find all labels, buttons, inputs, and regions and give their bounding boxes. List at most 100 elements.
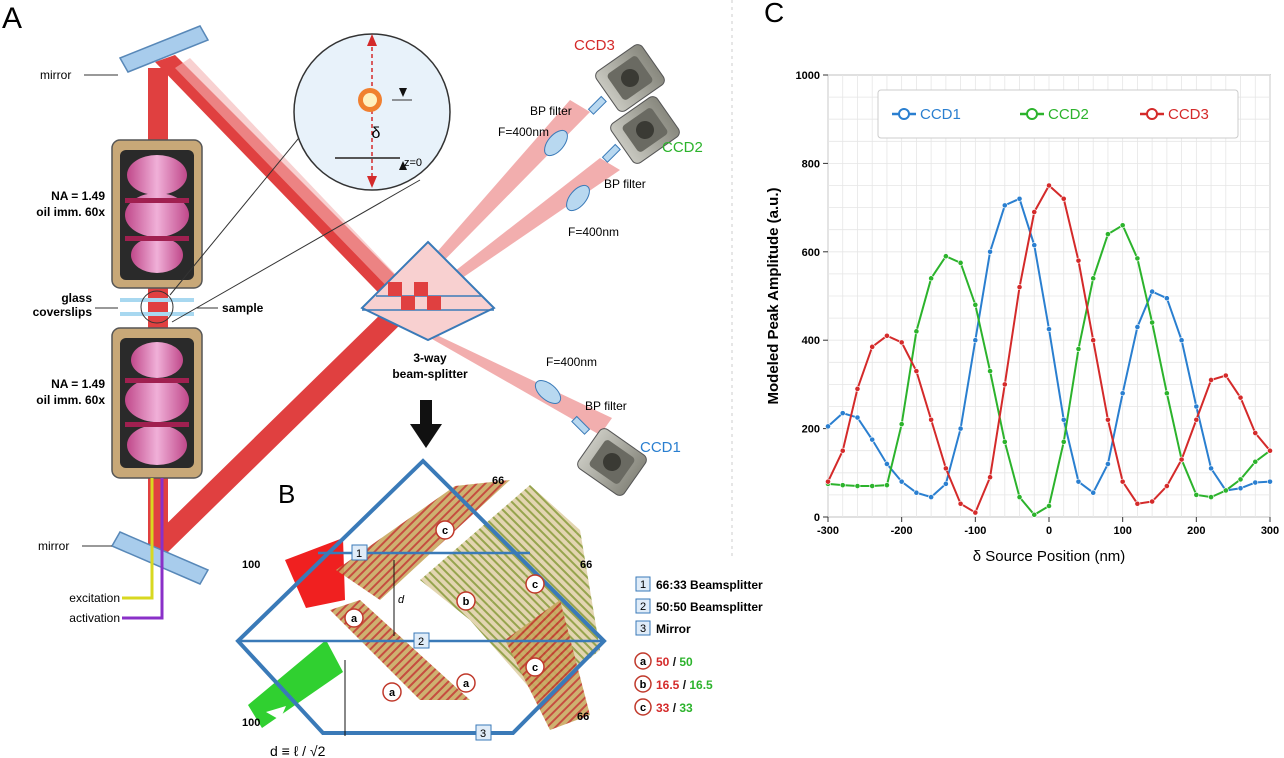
legend-num-1: 1 bbox=[640, 579, 646, 591]
splitter-number-1-text: 1 bbox=[356, 548, 362, 560]
splitter-number-2-text: 2 bbox=[418, 636, 424, 648]
y-tick-label: 800 bbox=[802, 158, 820, 170]
point-ccd2 bbox=[1001, 438, 1008, 445]
activation-label: activation bbox=[69, 611, 120, 625]
point-ccd3 bbox=[913, 368, 920, 375]
region-a-1: a bbox=[351, 613, 358, 625]
input-bottom-label: 100 bbox=[242, 717, 260, 729]
point-ccd1 bbox=[1105, 461, 1111, 467]
point-ccd3 bbox=[1252, 430, 1259, 436]
lens-ccd3-label: F=400nm bbox=[498, 125, 549, 139]
point-ccd2 bbox=[1016, 494, 1023, 501]
mirror-top-label: mirror bbox=[40, 68, 71, 82]
panel-label-c: C bbox=[764, 0, 784, 28]
lens-ccd1-label: F=400nm bbox=[546, 355, 597, 369]
point-ccd1 bbox=[1252, 479, 1259, 486]
beam-splitter bbox=[360, 240, 496, 342]
camera-ccd1-icon bbox=[577, 428, 647, 496]
point-ccd1 bbox=[825, 423, 831, 430]
point-ccd2 bbox=[1208, 494, 1214, 501]
excitation-line bbox=[122, 478, 154, 600]
legend-text-3: Mirror bbox=[656, 622, 691, 636]
point-ccd2 bbox=[869, 483, 876, 489]
y-tick-label: 1000 bbox=[796, 70, 820, 82]
y-tick-label: 600 bbox=[802, 247, 820, 259]
x-tick-label: 100 bbox=[1113, 525, 1131, 537]
point-ccd3 bbox=[898, 339, 905, 346]
ccd2-label: CCD2 bbox=[662, 139, 703, 156]
objective-bottom-mag: oil imm. 60x bbox=[36, 393, 105, 407]
point-ccd1 bbox=[987, 248, 993, 255]
x-tick-label: 0 bbox=[1046, 525, 1052, 537]
point-ccd1 bbox=[1208, 465, 1214, 472]
point-ccd2 bbox=[1237, 476, 1244, 483]
beamsplitter-label-2: beam-splitter bbox=[392, 367, 468, 381]
splitter-detail bbox=[235, 458, 607, 736]
input-top-label: 100 bbox=[242, 559, 260, 571]
point-ccd1 bbox=[1016, 195, 1023, 202]
point-ccd3 bbox=[869, 343, 876, 350]
point-ccd2 bbox=[898, 421, 905, 428]
point-ccd1 bbox=[1237, 485, 1244, 492]
point-ccd2 bbox=[1105, 231, 1111, 238]
point-ccd2 bbox=[1046, 503, 1052, 509]
legend-ratio-a: 50 / 50 bbox=[656, 655, 693, 669]
region-a-3: a bbox=[463, 678, 470, 690]
point-ccd1 bbox=[1060, 416, 1067, 423]
point-ccd3 bbox=[1001, 381, 1008, 388]
point-ccd3 bbox=[1105, 416, 1111, 423]
ccd3-label: CCD3 bbox=[574, 37, 615, 54]
legend-marker-ccd1 bbox=[898, 108, 910, 120]
point-ccd3 bbox=[839, 447, 846, 454]
point-ccd1 bbox=[913, 489, 920, 496]
point-ccd3 bbox=[942, 465, 949, 472]
objective-top-mag: oil imm. 60x bbox=[36, 205, 105, 219]
point-ccd1 bbox=[1119, 390, 1126, 397]
bp-filter-ccd3 bbox=[587, 95, 607, 115]
point-ccd1 bbox=[1178, 337, 1185, 344]
point-ccd1 bbox=[839, 410, 846, 417]
x-tick-label: 300 bbox=[1261, 525, 1279, 537]
lens-ccd3 bbox=[544, 129, 568, 157]
point-ccd3 bbox=[854, 385, 861, 392]
down-arrow-icon bbox=[410, 400, 442, 448]
point-ccd1 bbox=[1163, 295, 1170, 302]
point-ccd3 bbox=[1222, 372, 1229, 379]
splitter-number-3 bbox=[475, 724, 492, 741]
point-ccd2 bbox=[1031, 511, 1038, 518]
region-b: b bbox=[463, 596, 470, 608]
lens-ccd2-label: F=400nm bbox=[568, 225, 619, 239]
legend-ratio-c: 33 / 33 bbox=[656, 701, 693, 715]
point-ccd2 bbox=[928, 275, 935, 282]
legend-label-ccd3: CCD3 bbox=[1168, 106, 1209, 123]
legend-num-2: 2 bbox=[640, 601, 646, 613]
region-c-1: c bbox=[442, 525, 448, 537]
output-label-2: 66 bbox=[580, 559, 592, 571]
point-ccd3 bbox=[825, 478, 831, 485]
x-axis-label: δ Source Position (nm) bbox=[973, 548, 1126, 565]
legend-label-ccd1: CCD1 bbox=[920, 106, 961, 123]
point-ccd1 bbox=[928, 494, 935, 501]
legend-num-3: 3 bbox=[640, 623, 646, 635]
objective-top bbox=[111, 139, 203, 289]
bp-filter-ccd1-label: BP filter bbox=[585, 399, 627, 413]
x-tick-label: -100 bbox=[964, 525, 986, 537]
point-ccd2 bbox=[1252, 458, 1259, 465]
point-ccd2 bbox=[839, 482, 846, 489]
point-ccd3 bbox=[1075, 257, 1082, 264]
splitter-number-2 bbox=[413, 632, 430, 649]
point-ccd3 bbox=[884, 332, 890, 339]
point-ccd1 bbox=[942, 480, 949, 487]
point-ccd2 bbox=[1193, 491, 1200, 498]
point-ccd2 bbox=[913, 328, 920, 335]
d-label: d bbox=[398, 594, 405, 606]
point-ccd2 bbox=[942, 253, 949, 260]
lens-ccd2 bbox=[566, 184, 590, 212]
point-ccd2 bbox=[987, 368, 993, 375]
legend-letter-c: c bbox=[640, 702, 646, 714]
legend-letter-a: a bbox=[640, 656, 647, 668]
output-label-3: 66 bbox=[577, 711, 589, 723]
point-ccd3 bbox=[1134, 500, 1141, 507]
point-ccd3 bbox=[972, 509, 979, 516]
